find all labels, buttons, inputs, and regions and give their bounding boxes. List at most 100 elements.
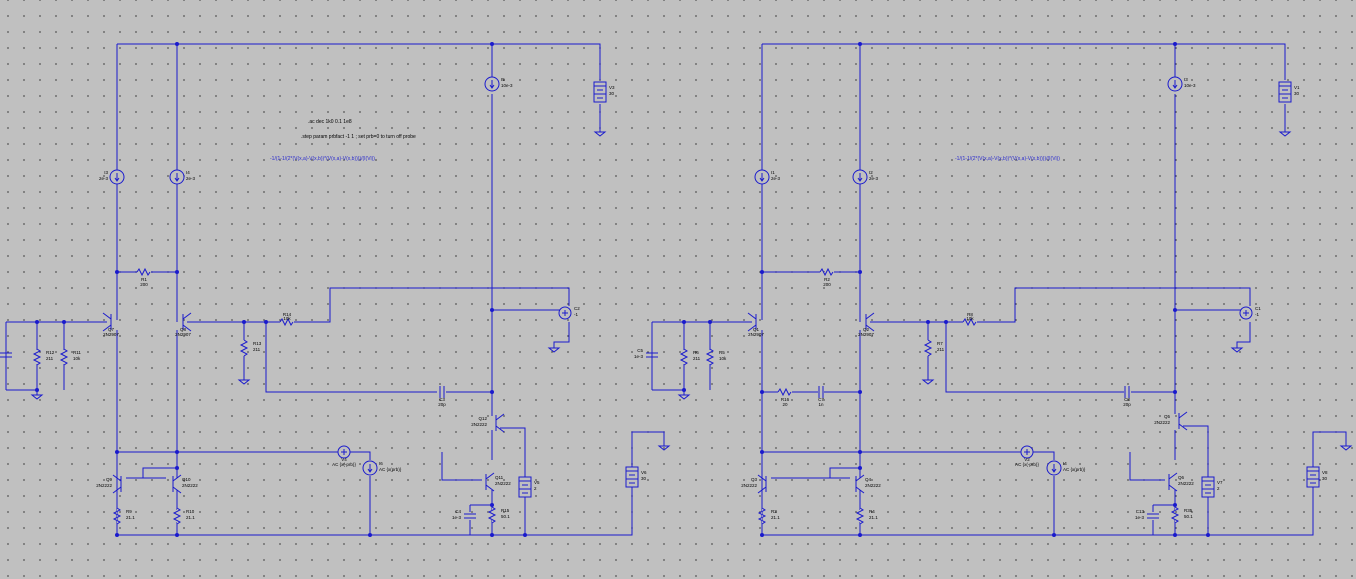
right-r3-name: R3: [771, 509, 777, 514]
left-q9-value: 2N2222: [96, 483, 112, 488]
left-i5-value: 10e-3: [501, 83, 513, 88]
left-q11-name: Q11: [495, 475, 504, 480]
left-v5-component[interactable]: V52: [518, 476, 540, 498]
right-q3-value: 2N2222: [741, 483, 757, 488]
right-q5-value: 2N2222: [1154, 420, 1170, 425]
right-i1-name: I1: [771, 170, 775, 175]
right-c5-value: 1e-3: [634, 354, 644, 359]
left-r1-value: 200: [140, 282, 148, 287]
right-q2-value: 2N2907: [858, 332, 874, 337]
left-v6-name: V6: [641, 470, 647, 475]
ground-symbol: [1230, 347, 1244, 353]
right-i4-value: AC {x(prb)}: [1063, 467, 1086, 472]
right-r35-name: R35: [1184, 508, 1193, 513]
right-q6-value: 2N2222: [1178, 481, 1194, 486]
right-c7-name: C7: [818, 397, 824, 402]
left-i4-name: I4: [186, 170, 190, 175]
left-c6-component[interactable]: C61e-7: [0, 348, 12, 359]
left-v4-value: AC {x(-prb)}: [332, 462, 356, 467]
measure-expression-left[interactable]: -1/(1-1/(2*(V(x,a)-V(x,b))*(V(x,a)-V(x,b…: [270, 156, 375, 162]
right-i3-value: 10e-3: [1184, 83, 1196, 88]
left-r12-name: R12: [46, 350, 55, 355]
ground-symbol: [677, 394, 691, 400]
right-r16-name: R16: [781, 397, 790, 402]
right-c1-name: C1: [1255, 306, 1261, 311]
step-directive[interactable]: .step param prbfact -1 1 ; set prb=0 to …: [301, 134, 416, 140]
right-r2-value: 200: [823, 282, 831, 287]
left-c2-name: C2: [574, 306, 580, 311]
right-c8-value: 20p: [1123, 402, 1131, 407]
right-r5-name: R5: [719, 350, 725, 355]
right-r8-value: 10k: [966, 316, 974, 321]
left-c3-value: 20p: [438, 402, 446, 407]
left-i6-value: AC {x(prb)}: [379, 467, 402, 472]
left-r11-name: R11: [73, 350, 81, 355]
left-c4-name: C4: [455, 509, 461, 514]
right-q2-name: Q2: [863, 327, 870, 332]
right-r4-name: R4: [869, 509, 875, 514]
ac-directive[interactable]: .ac dec 1k0 0.1 1e8: [308, 119, 352, 125]
left-r13-name: R13: [253, 341, 262, 346]
right-c13-name: C13: [1136, 509, 1145, 514]
right-c1-component[interactable]: C1-1: [1239, 306, 1261, 320]
right-v1-value: 30: [1294, 91, 1300, 96]
measure-expression-right[interactable]: -1/(1-1/(2*(V(x,a)-V(x,b))*(V(x,a)-V(x,b…: [955, 156, 1060, 162]
right-v7-component[interactable]: V72: [1201, 476, 1223, 498]
left-c2-component[interactable]: C2-1: [558, 306, 580, 320]
ground-symbol: [1278, 131, 1292, 137]
ground-symbol: [657, 445, 671, 451]
right-c5-name: C5: [637, 348, 643, 353]
